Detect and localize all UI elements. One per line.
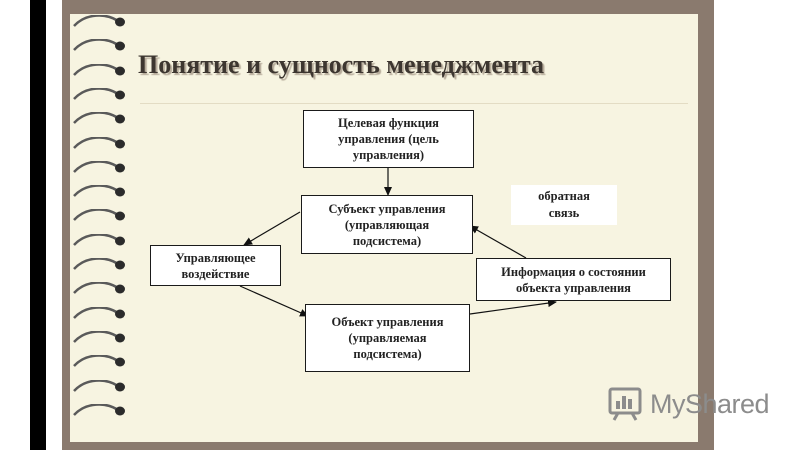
binding-ring bbox=[73, 379, 125, 392]
edge-info-to-subject bbox=[469, 225, 527, 259]
watermark-text: MyShared bbox=[650, 388, 770, 419]
binding-ring bbox=[73, 209, 125, 222]
binding-ring bbox=[73, 185, 125, 197]
binding-ring bbox=[73, 39, 125, 52]
edge-subject-to-influence bbox=[243, 211, 301, 246]
binding-ring bbox=[73, 258, 125, 270]
node-management-object: Объект управления (управляемая подсистем… bbox=[305, 304, 470, 372]
watermark: MyShared bbox=[608, 387, 770, 421]
binding-ring bbox=[73, 403, 125, 416]
slide-title: Понятие и сущность менеджмента bbox=[138, 50, 544, 79]
edge-influence-to-object bbox=[239, 285, 309, 317]
binding-ring bbox=[73, 306, 125, 319]
binding-ring bbox=[73, 355, 125, 368]
feedback-label: обратная связь bbox=[511, 185, 617, 225]
binding-ring bbox=[73, 330, 125, 343]
binding-ring bbox=[73, 87, 125, 100]
binding-ring bbox=[73, 233, 125, 246]
node-control-influence: Управляющее воздействие bbox=[150, 245, 281, 286]
binding-ring bbox=[73, 160, 125, 173]
node-state-information: Информация о состоянии объекта управлени… bbox=[476, 258, 671, 301]
node-management-subject: Субъект управления (управляющая подсисте… bbox=[301, 195, 473, 254]
node-goal-function: Целевая функция управления (цель управле… bbox=[303, 110, 474, 168]
left-dark-strip bbox=[30, 0, 46, 450]
myshared-logo-icon bbox=[608, 387, 642, 421]
binding-ring bbox=[73, 15, 125, 27]
binding-ring bbox=[73, 63, 125, 76]
binding-ring bbox=[73, 112, 125, 125]
binding-ring bbox=[73, 136, 125, 149]
edge-object-to-info bbox=[469, 299, 557, 315]
title-divider bbox=[140, 103, 688, 104]
binding-ring bbox=[73, 282, 125, 295]
